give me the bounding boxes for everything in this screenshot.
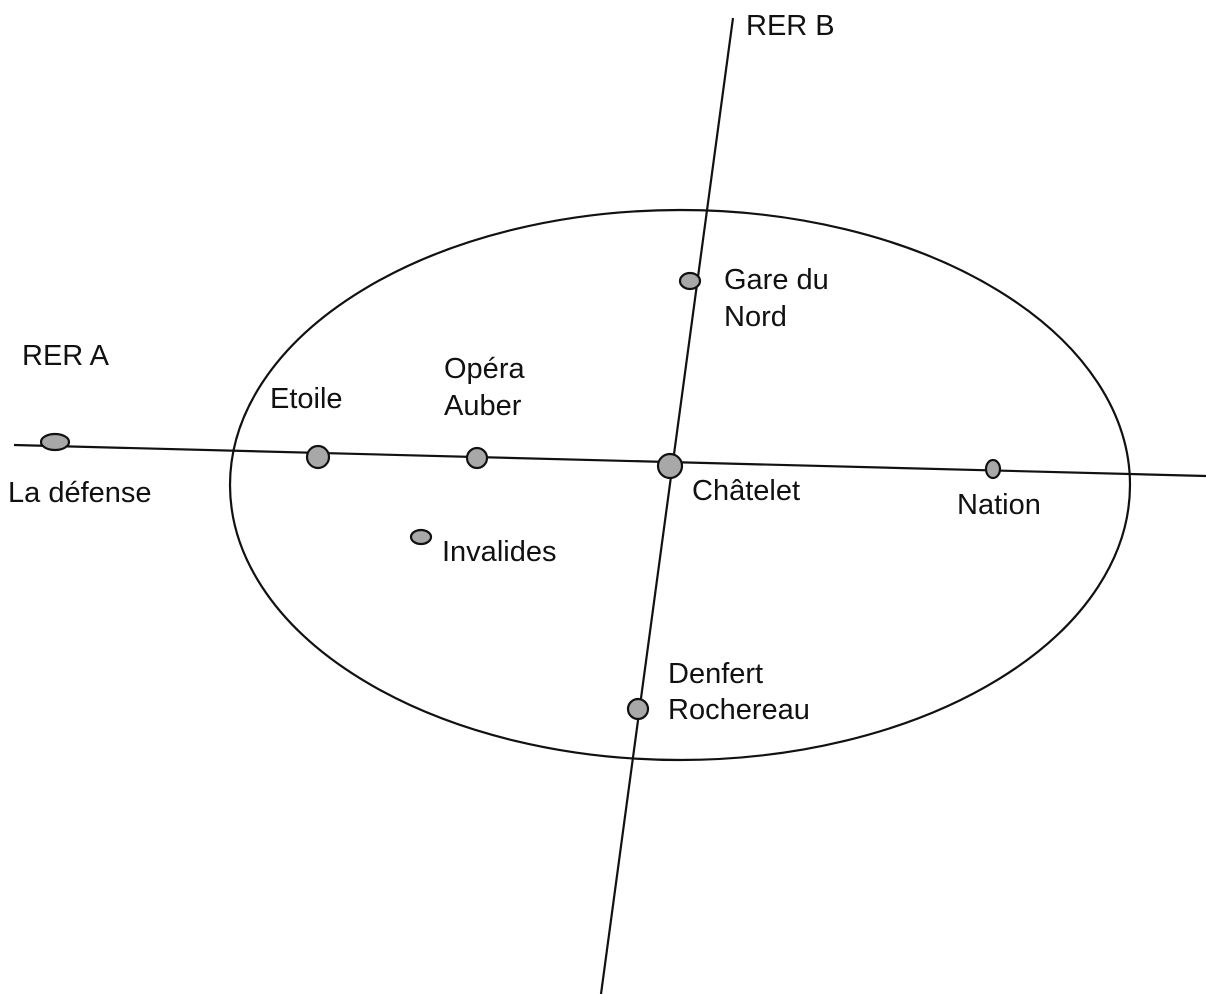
- station-label-invalides: Invalides: [442, 536, 556, 568]
- station-label-denfert-rochereau: Denfert Rochereau: [668, 658, 810, 726]
- rer-a-label: RER A: [22, 340, 110, 372]
- rer-b-line: [599, 17, 735, 994]
- station-label-opera-auber: Opéra Auber: [444, 353, 533, 422]
- station-label-nation: Nation: [957, 489, 1041, 521]
- station-marker-invalides[interactable]: [409, 528, 433, 546]
- station-label-la-defense: La défense: [8, 477, 152, 509]
- station-label-denfert-line: Denfert: [668, 658, 763, 690]
- station-marker-nation[interactable]: [984, 458, 1002, 480]
- station-marker-denfert-rochereau[interactable]: [626, 697, 650, 721]
- station-marker-etoile[interactable]: [305, 444, 331, 470]
- station-marker-opera-auber[interactable]: [465, 446, 489, 470]
- station-label-auber-line: Auber: [444, 390, 522, 422]
- station-label-gare-du-line: Gare du: [724, 264, 829, 296]
- station-marker-la-defense[interactable]: [39, 432, 71, 452]
- station-label-chatelet: Châtelet: [692, 475, 800, 507]
- rer-a-line: [13, 443, 1206, 478]
- station-label-nord-line: Nord: [724, 301, 787, 333]
- station-label-gare-du-nord: Gare du Nord: [724, 264, 837, 333]
- station-label-rochereau-line: Rochereau: [668, 694, 810, 726]
- paris-boundary-ellipse: [228, 208, 1132, 762]
- rer-b-label: RER B: [746, 10, 835, 42]
- station-marker-gare-du-nord[interactable]: [678, 271, 702, 291]
- station-marker-chatelet[interactable]: [656, 452, 684, 480]
- station-label-opera-line: Opéra: [444, 353, 525, 385]
- station-label-etoile: Etoile: [270, 383, 343, 415]
